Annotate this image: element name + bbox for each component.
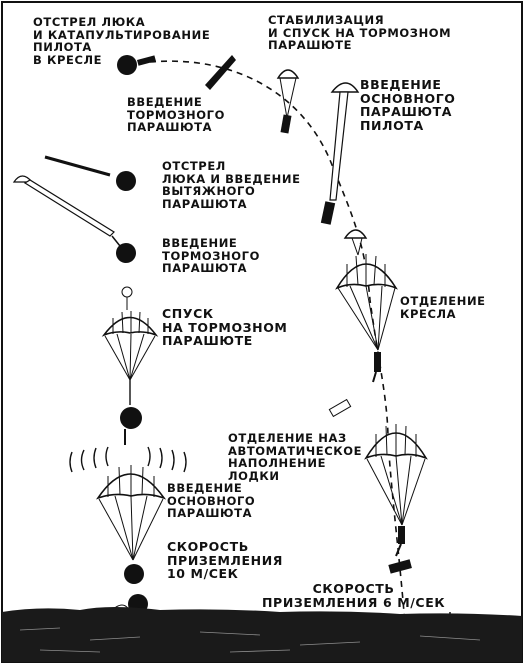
pilot-canopy-small <box>343 229 368 256</box>
label-main-pilot: ВВЕДЕНИЕ ОСНОВНОГО ПАРАШЮТА ПИЛОТА <box>360 77 456 133</box>
ejected-hatch <box>205 55 236 90</box>
label-hatch-pilot-chute: ОТСТРЕЛ ЛЮКА И ВВЕДЕНИЕ ВЫТЯЖНОГО ПАРАШЮ… <box>162 159 301 211</box>
separated-seat <box>328 398 352 418</box>
pilot-main-deploy <box>320 82 360 225</box>
seat-ejection <box>117 55 156 75</box>
pilot-trajectory <box>149 60 406 626</box>
signal-arcs <box>69 446 187 473</box>
label-main-capsule: ВВЕДЕНИЕ ОСНОВНОГО ПАРАШЮТА <box>167 481 256 520</box>
hatch-and-pilot-chute <box>12 155 136 263</box>
stabilization-drogue <box>276 69 300 134</box>
label-descent-drogue: СПУСК НА ТОРМОЗНОМ ПАРАШЮТЕ <box>162 306 288 348</box>
label-hatch-eject: ОТСТРЕЛ ЛЮКА И КАТАПУЛЬТИРОВАНИЕ ПИЛОТА … <box>33 15 211 67</box>
capsule-drogue <box>101 286 159 445</box>
capsule-main-canopy <box>96 465 167 584</box>
label-stabilization: СТАБИЛИЗАЦИЯ И СПУСК НА ТОРМОЗНОМ ПАРАШЮ… <box>268 13 452 52</box>
label-seat-separation: ОТДЕЛЕНИЕ КРЕСЛА <box>400 294 486 321</box>
ground-texture <box>19 627 481 653</box>
label-drogue-intro-1: ВВЕДЕНИЕ ТОРМОЗНОГО ПАРАШЮТА <box>127 95 225 134</box>
pilot-main-canopy <box>335 254 398 383</box>
label-pilot-speed: СКОРОСТЬ ПРИЗЕМЛЕНИЯ 6 М/СЕК <box>262 581 446 610</box>
ground <box>2 607 522 662</box>
pilot-lower-canopy <box>364 424 428 574</box>
label-nas-separation: ОТДЕЛЕНИЕ НАЗ АВТОМАТИЧЕСКОЕ НАПОЛНЕНИЕ … <box>228 431 363 483</box>
label-capsule-speed: СКОРОСТЬ ПРИЗЕМЛЕНИЯ 10 М/СЕК <box>167 539 284 581</box>
label-drogue-intro-2: ВВЕДЕНИЕ ТОРМОЗНОГО ПАРАШЮТА <box>162 236 260 275</box>
